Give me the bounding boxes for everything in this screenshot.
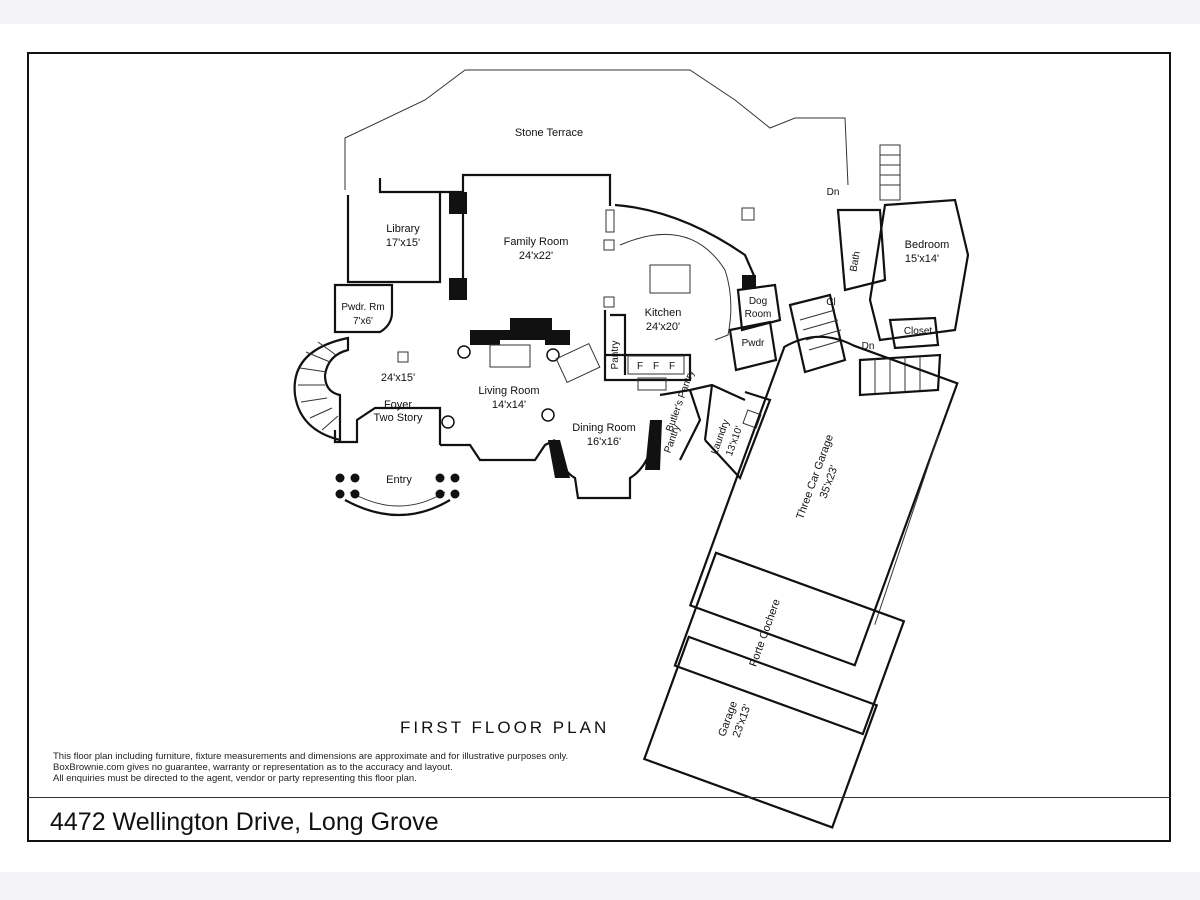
stone-terrace-outline <box>344 69 849 190</box>
cl-label: Cl <box>826 297 835 308</box>
bedroom-stair-upper <box>879 144 901 201</box>
family-post-3 <box>605 209 615 233</box>
entry-arc-inner <box>349 491 446 507</box>
foyer-post-1 <box>397 351 409 363</box>
svg-text:F: F <box>637 361 643 372</box>
dn-label-upper: Dn <box>827 187 840 198</box>
three-car-garage-shape <box>688 335 959 667</box>
garage-shape <box>642 635 879 829</box>
powder-room-walls <box>333 283 394 334</box>
foyer-size: 24'x15' <box>381 372 415 384</box>
entry-arc <box>344 499 451 516</box>
hall-walls <box>788 293 847 374</box>
footer-divider <box>27 797 1171 798</box>
dining-solid-left <box>548 440 570 478</box>
family-post-2 <box>741 207 755 221</box>
hall-steps <box>799 309 844 351</box>
bedroom-walls <box>868 198 970 342</box>
closet-walls <box>888 316 940 350</box>
dog-room-walls <box>736 283 782 332</box>
fireplace-block <box>449 192 467 214</box>
foyer-stair <box>293 336 350 442</box>
pwdr-label: Pwdr <box>742 338 765 349</box>
library-size: 17'x15' <box>386 237 420 249</box>
pwdr-walls <box>728 320 778 372</box>
bath-label: Bath <box>848 250 862 272</box>
dining-room-label: Dining Room <box>572 422 636 434</box>
butlers-pantry-label: Butler's Pantry <box>664 369 696 434</box>
entry-columns <box>335 473 460 499</box>
fireplace-block-2 <box>449 278 467 300</box>
laundry-appliance <box>742 409 762 429</box>
living-column-1 <box>457 345 471 359</box>
pantry-walls <box>659 383 746 461</box>
closet-label: Closet <box>904 326 933 337</box>
entry-label: Entry <box>386 474 412 486</box>
foyer-walls <box>333 406 442 445</box>
powder-room-size: 7'x6' <box>353 316 373 327</box>
front-wall <box>440 439 556 462</box>
family-room-label: Family Room <box>504 236 569 248</box>
living-room-label: Living Room <box>478 385 539 397</box>
foyer-column-2 <box>541 408 555 422</box>
dining-solid-right <box>645 420 662 470</box>
foyer-note: Two Story <box>374 412 423 424</box>
powder-room-label: Pwdr. Rm <box>341 302 384 313</box>
range-marks: F F F <box>637 361 675 372</box>
disclaimer-line-1: This floor plan including furniture, fix… <box>53 751 569 762</box>
kitchen-walls <box>603 310 692 382</box>
bath-walls <box>836 208 887 292</box>
kitchen-curve <box>614 203 757 279</box>
kitchen-island-curve <box>619 233 732 341</box>
disclaimer: This floor plan including furniture, fix… <box>53 751 653 784</box>
disclaimer-line-3: All enquiries must be directed to the ag… <box>53 773 417 784</box>
rear-stairs-treads <box>874 356 921 393</box>
dining-room-size: 16'x16' <box>587 436 621 448</box>
foyer-post-2 <box>603 296 615 308</box>
stone-terrace-label: Stone Terrace <box>515 127 583 139</box>
piano <box>555 342 601 384</box>
pantry-label: Pantry <box>610 341 621 370</box>
plan-title: FIRST FLOOR PLAN <box>400 718 610 737</box>
living-fireplace <box>470 318 570 345</box>
living-room-size: 14'x14' <box>492 399 526 411</box>
family-room-size: 24'x22' <box>519 250 553 262</box>
floor-plan-frame <box>27 52 1171 842</box>
svg-text:F: F <box>653 361 659 372</box>
living-column-2 <box>546 348 560 362</box>
dn-label-lower: Dn <box>862 341 875 352</box>
range <box>627 355 685 375</box>
foyer-label: Foyer <box>384 399 412 411</box>
library-walls <box>346 178 442 284</box>
porte-cochere-label: Porte Cochere <box>747 598 783 669</box>
dog-room-label: Dog <box>749 296 767 307</box>
foyer-column-1 <box>441 415 455 429</box>
rear-stairs <box>858 353 942 397</box>
library-label: Library <box>386 223 420 235</box>
family-post-1 <box>603 239 615 251</box>
bedroom-label: Bedroom <box>905 239 950 251</box>
foyer-stair-treads <box>298 341 339 431</box>
kitchen-corner-block <box>742 275 756 289</box>
property-address: 4472 Wellington Drive, Long Grove <box>50 808 439 836</box>
kitchen-label: Kitchen <box>645 307 682 319</box>
kitchen-size: 24'x20' <box>646 321 680 333</box>
disclaimer-line-2: BoxBrownie.com gives no guarantee, warra… <box>53 762 453 773</box>
range-base <box>637 377 667 391</box>
porte-cochere-shape <box>673 551 906 736</box>
living-fireplace-hearth <box>489 344 531 368</box>
bedroom-size: 15'x14' <box>905 253 939 265</box>
svg-text:F: F <box>669 361 675 372</box>
dog-room-label-2: Room <box>745 309 772 320</box>
kitchen-island <box>649 264 691 294</box>
laundry-walls <box>704 390 772 481</box>
